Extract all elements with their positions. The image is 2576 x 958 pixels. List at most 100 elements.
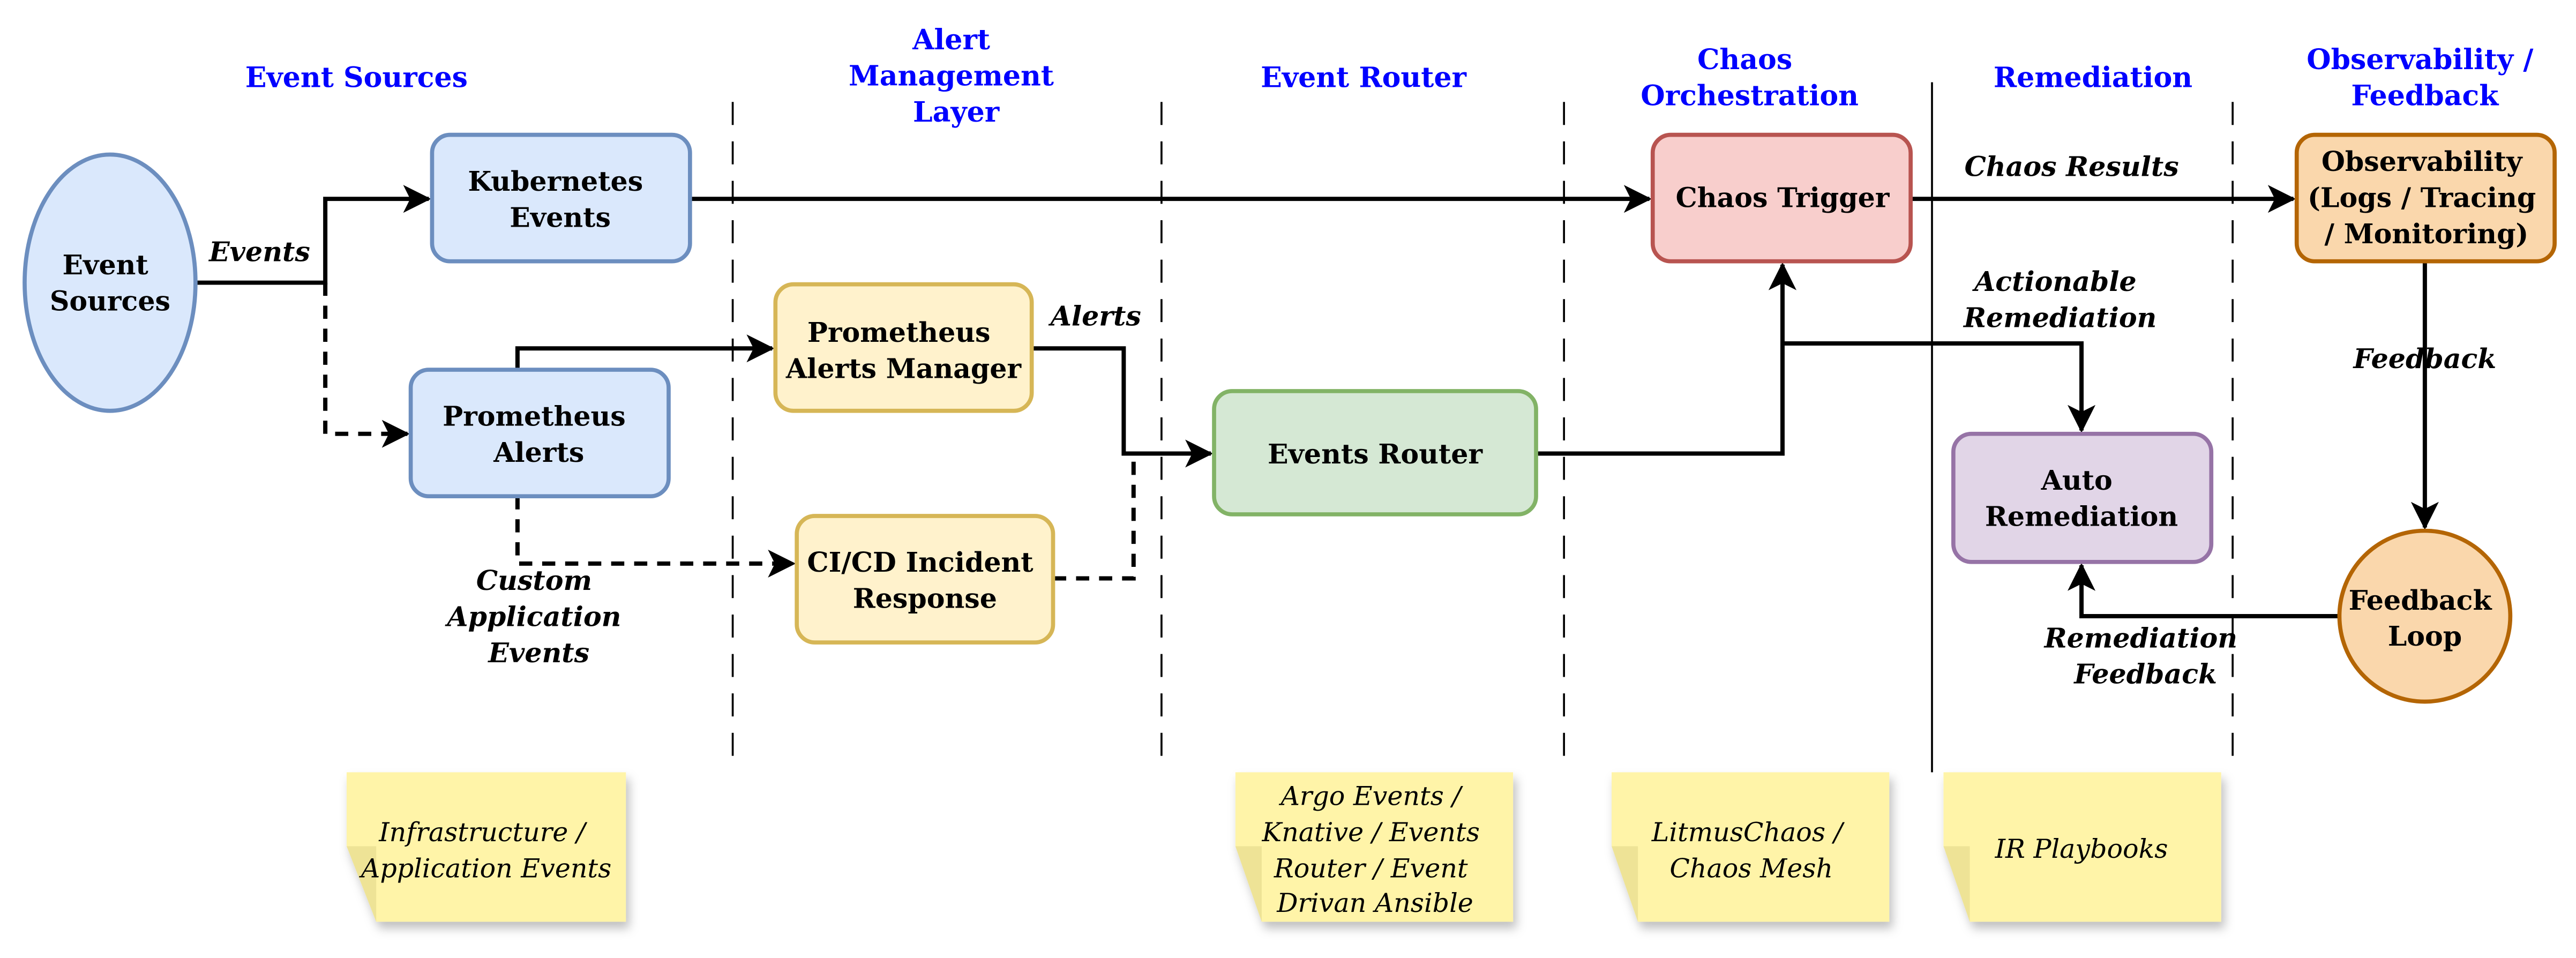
node-cicd-incident-response[interactable]: CI/CD Incident Response [795, 514, 1055, 645]
note-remediation-tools [1943, 772, 2221, 922]
auto-remediation-label: Auto Remediation [1985, 464, 2178, 532]
node-feedback-loop[interactable]: Feedback Loop [2337, 528, 2513, 704]
node-label-line: Prometheus [443, 400, 626, 432]
node-label-line: Kubernetes [468, 165, 643, 197]
edge-label-line: Chaos Results [1965, 150, 2179, 182]
edge-cicd-to-events-router [1053, 456, 1136, 581]
note-line: Infrastructure / [378, 817, 588, 848]
node-label-line: Prometheus [807, 316, 991, 348]
section-header-line: Layer [913, 96, 1000, 129]
node-label-line: Events Router [1268, 438, 1483, 470]
note-body [346, 772, 626, 922]
note-line: Drivan Ansible [1276, 887, 1473, 918]
edge-label-line: Actionable [1972, 265, 2137, 297]
node-label-line: Alerts [493, 436, 584, 468]
note-line: Chaos Mesh [1669, 853, 1833, 884]
observability-label: Observability (Logs / Tracing / Monitori… [2308, 145, 2545, 250]
cicd-label: CI/CD Incident Response [807, 546, 1043, 614]
edge-label-custom-app-events: Custom Application Events [445, 564, 631, 669]
edge-label-line: Feedback [2352, 342, 2496, 375]
sticky-notes: Infrastructure / Application Events Argo… [346, 772, 2221, 922]
note-fold [1235, 846, 1262, 922]
node-observability[interactable]: Observability (Logs / Tracing / Monitori… [2294, 132, 2557, 264]
node-prometheus-alerts-manager[interactable]: Prometheus Alerts Manager [773, 282, 1034, 413]
node-label-line: Alerts Manager [785, 352, 1022, 384]
node-events-router[interactable]: Events Router [1212, 389, 1538, 517]
note-chaos-tools [1612, 772, 1890, 922]
node-label-line: Response [853, 582, 997, 615]
node-event-sources[interactable]: Event Sources [23, 152, 198, 413]
section-header-line: Orchestration [1641, 79, 1859, 112]
kubernetes-events-label: Kubernetes Events [468, 165, 652, 233]
edge-label-events: Events [208, 236, 310, 268]
section-header-line: Chaos [1697, 43, 1792, 76]
edge-labels: Events Alerts Custom Application Events … [208, 150, 2496, 690]
event-sources-label: Event Sources [50, 249, 170, 317]
chaos-trigger-label: Chaos Trigger [1675, 182, 1890, 214]
nodes: Event Sources Kubernetes Events Promethe… [23, 132, 2557, 704]
prometheus-alerts-label: Prometheus Alerts [443, 400, 635, 468]
event-sources-shape [23, 152, 198, 413]
note-infrastructure-text: Infrastructure / Application Events [359, 817, 611, 884]
edge-prometheus-to-alerts-manager [515, 334, 775, 370]
chaos-trigger-shape [1650, 132, 1913, 264]
note-body [1235, 772, 1514, 922]
edge-to-auto-remediation [1782, 341, 2096, 433]
section-header-chaos-orchestration: Chaos Orchestration [1641, 43, 1859, 112]
section-header-observability-feedback: Observability / Feedback [2307, 43, 2543, 112]
edges [197, 185, 2439, 619]
section-header-line: Event Router [1261, 62, 1466, 94]
edge-label-alerts: Alerts [1049, 300, 1141, 332]
note-fold [1612, 846, 1638, 922]
auto-remediation-shape [1951, 431, 2214, 564]
section-header-alert-management: Alert Management Layer [849, 24, 1064, 129]
section-header-line: Remediation [1994, 62, 2192, 94]
observability-shape [2294, 132, 2557, 264]
node-prometheus-alerts[interactable]: Prometheus Alerts [408, 368, 671, 499]
edge-feedback-loop-to-auto-remediation [2067, 563, 2340, 619]
section-header-event-sources: Event Sources [245, 62, 468, 94]
section-header-line: Event Sources [245, 62, 468, 94]
prometheus-alerts-shape [408, 368, 671, 499]
edge-label-line: Custom [476, 564, 592, 596]
node-label-line: CI/CD Incident [807, 546, 1034, 578]
node-label-line: Event [63, 249, 149, 281]
events-router-label: Events Router [1268, 438, 1483, 470]
note-line: IR Playbooks [1995, 833, 2168, 864]
note-line: Argo Events / [1278, 781, 1463, 812]
node-auto-remediation[interactable]: Auto Remediation [1951, 431, 2214, 564]
edge-label-line: Alerts [1049, 300, 1141, 332]
note-body [1943, 772, 2221, 922]
edge-sources-to-kubernetes [197, 185, 431, 285]
note-event-router-tools-text: Argo Events / Knative / Events Router / … [1262, 781, 1488, 918]
edge-sources-to-prometheus-alerts [323, 282, 410, 448]
section-header-line: Management [849, 60, 1054, 93]
note-line: LitmusChaos / [1651, 817, 1845, 848]
section-headers: Event Sources Alert Management Layer Eve… [245, 24, 2543, 129]
note-chaos-tools-text: LitmusChaos / Chaos Mesh [1651, 817, 1851, 884]
node-label-line: Loop [2388, 620, 2462, 652]
edge-label-actionable-remediation: Actionable Remediation [1963, 265, 2156, 333]
node-label-line: Events [510, 201, 611, 233]
section-header-line: Observability / [2307, 43, 2534, 76]
feedback-loop-label: Feedback Loop [2349, 584, 2501, 652]
edge-label-line: Application [445, 600, 621, 632]
note-line: Knative / Events [1262, 817, 1480, 848]
note-fold [1943, 846, 1970, 922]
node-chaos-trigger[interactable]: Chaos Trigger [1650, 132, 1913, 264]
edge-label-feedback: Feedback [2352, 342, 2496, 375]
node-kubernetes-events[interactable]: Kubernetes Events [430, 132, 692, 264]
section-header-remediation: Remediation [1994, 62, 2192, 94]
kubernetes-events-shape [430, 132, 692, 264]
edge-alerts-manager-to-events-router [1031, 346, 1214, 468]
section-header-line: Alert [912, 24, 990, 56]
alerts-manager-shape [773, 282, 1034, 413]
events-router-shape [1212, 389, 1538, 517]
note-body [1612, 772, 1890, 922]
edge-prometheus-to-cicd [515, 496, 796, 578]
cicd-shape [795, 514, 1055, 645]
feedback-loop-shape [2337, 528, 2513, 704]
edge-events-router-to-chaos-trigger [1536, 262, 1797, 456]
section-header-line: Feedback [2351, 79, 2499, 112]
